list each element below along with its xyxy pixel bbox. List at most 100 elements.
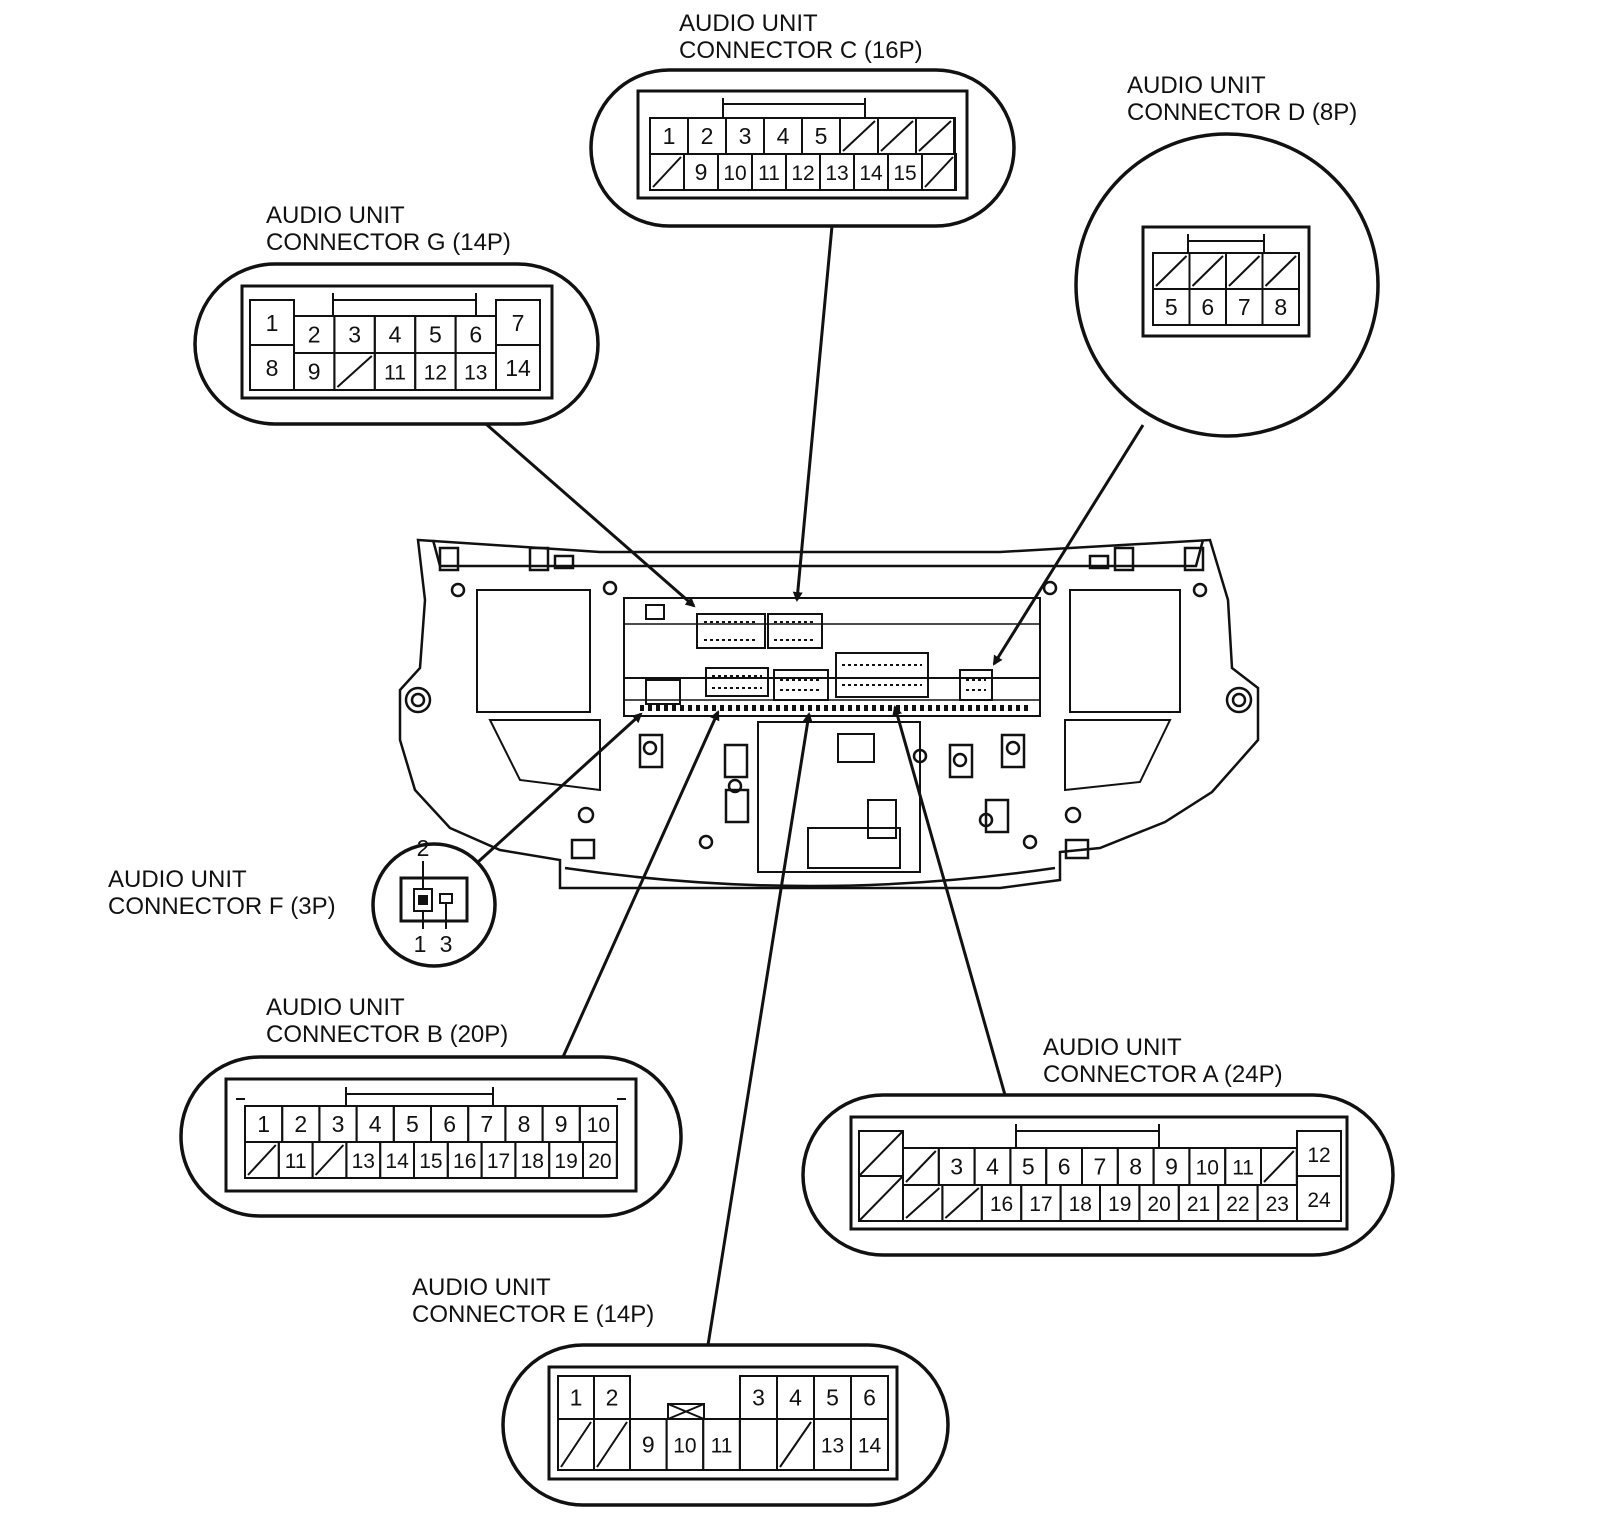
connector-f-face [399, 861, 469, 929]
pin-number: 7 [1094, 1154, 1107, 1180]
pin-number: 15 [893, 162, 916, 185]
pin-number: 22 [1226, 1193, 1249, 1216]
label-connector-d: AUDIO UNIT CONNECTOR D (8P) [1127, 72, 1357, 126]
unused-pin-slash [1191, 255, 1224, 287]
pin-number: 11 [384, 362, 406, 385]
pin-number: 19 [554, 1150, 577, 1173]
leader-f [476, 712, 643, 864]
pin-cell [921, 153, 957, 191]
pin-number: 11 [758, 162, 780, 185]
pin-number: 6 [469, 322, 482, 348]
pin-number: 2 [606, 1385, 619, 1411]
pin-number: 15 [419, 1150, 442, 1173]
pin-number: 18 [521, 1150, 544, 1173]
label-a-line1: AUDIO UNIT [1043, 1034, 1182, 1061]
pin-number: 3 [332, 1111, 345, 1137]
pin-number: 2 [294, 1111, 307, 1137]
label-connector-c: AUDIO UNIT CONNECTOR C (16P) [679, 10, 923, 64]
label-a-line2: CONNECTOR A (24P) [1043, 1061, 1283, 1088]
pin-number: 8 [266, 355, 279, 381]
pin-number: 4 [777, 123, 790, 149]
label-c-line1: AUDIO UNIT [679, 10, 818, 37]
pin-number: 9 [695, 159, 708, 185]
socket-d [959, 669, 993, 701]
label-b-line2: CONNECTOR B (20P) [266, 1021, 508, 1048]
pin-cell [582, 1141, 618, 1179]
pin-number: 4 [789, 1385, 802, 1411]
leader-g [485, 422, 696, 608]
pin-f-1: 1 [414, 931, 427, 957]
pin-number: 3 [752, 1385, 765, 1411]
leader-lines [476, 225, 1145, 1346]
unused-pin-slash [596, 1421, 628, 1468]
pin-f-2: 2 [417, 835, 430, 861]
pin-number: 11 [1232, 1157, 1254, 1180]
pin-number: 10 [1196, 1157, 1219, 1180]
pin-number: 6 [863, 1385, 876, 1411]
bubble-e [501, 1343, 950, 1507]
pin-number: 8 [1274, 294, 1287, 320]
pin-number: 4 [389, 322, 402, 348]
pin-cell [1256, 1184, 1298, 1222]
pin-number: 1 [570, 1385, 583, 1411]
label-g-line1: AUDIO UNIT [266, 202, 405, 229]
label-connector-g: AUDIO UNIT CONNECTOR G (14P) [266, 202, 511, 256]
pin-number: 4 [986, 1154, 999, 1180]
unused-pin-slash [842, 120, 876, 152]
pin-number: 9 [642, 1432, 655, 1458]
unused-pin-slash [918, 120, 952, 152]
pin-number: 7 [512, 310, 525, 336]
unused-pin-slash [924, 156, 954, 188]
pin-cell [702, 1418, 741, 1471]
label-e-line2: CONNECTOR E (14P) [412, 1301, 654, 1328]
pin-number: 3 [348, 322, 361, 348]
pin-number: 1 [266, 310, 279, 336]
pin-number: 8 [518, 1111, 531, 1137]
pin-number: 7 [1238, 294, 1251, 320]
socket-c [767, 613, 823, 649]
pin-number: 1 [663, 123, 676, 149]
label-d-line1: AUDIO UNIT [1127, 72, 1266, 99]
unused-pin-slash [560, 1421, 592, 1468]
pin-number: 23 [1266, 1193, 1289, 1216]
unused-pin-slash [1263, 1150, 1295, 1183]
pin-number: 10 [673, 1435, 696, 1458]
unused-pin-slash [1155, 255, 1188, 287]
pin-number: 13 [352, 1150, 375, 1173]
pin-cell [454, 352, 498, 391]
unused-pin-slash [905, 1187, 941, 1219]
unused-pin-slash [779, 1421, 812, 1468]
pin-number: 5 [815, 123, 828, 149]
audio-unit-housing [398, 538, 1260, 890]
socket-tab [645, 604, 665, 620]
socket-b [705, 667, 769, 697]
pin-number: 17 [487, 1150, 510, 1173]
unused-pin-slash [314, 1144, 345, 1176]
pin-number: 14 [505, 355, 531, 381]
pin-number: 6 [443, 1111, 456, 1137]
unused-pin-slash [944, 1187, 980, 1219]
pin-number: 5 [1022, 1154, 1035, 1180]
pin-number: 13 [821, 1435, 844, 1458]
pin-number: 12 [424, 362, 447, 385]
pin-f-3: 3 [440, 931, 453, 957]
pin-number: 11 [285, 1150, 307, 1173]
pin-number: 20 [588, 1150, 611, 1173]
pin-number: 19 [1108, 1193, 1131, 1216]
leader-c [792, 225, 834, 602]
pin-cell [1261, 288, 1300, 326]
pin-number: 12 [791, 162, 814, 185]
pin-number: 5 [826, 1385, 839, 1411]
pin-number: 2 [701, 123, 714, 149]
bubble-g [193, 262, 600, 426]
pin-number: 14 [858, 1435, 882, 1458]
pin-number: 3 [739, 123, 752, 149]
pin-number: 16 [453, 1150, 476, 1173]
unused-pin-slash [1228, 255, 1261, 287]
pin-number: 17 [1029, 1193, 1052, 1216]
